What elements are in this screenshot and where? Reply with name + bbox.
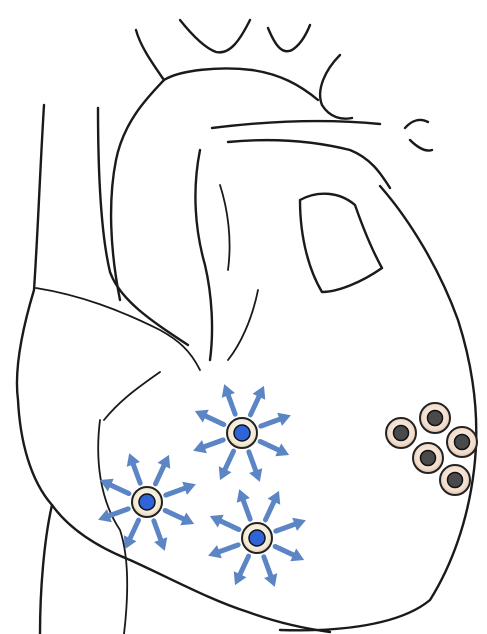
septum-line bbox=[228, 290, 258, 360]
arrow-10 bbox=[166, 482, 196, 495]
inner-rv-curve bbox=[104, 372, 160, 420]
trunk-inner bbox=[220, 185, 230, 270]
aortic-root bbox=[195, 150, 212, 360]
resting-cells bbox=[386, 403, 477, 495]
resting-cell-4 bbox=[413, 443, 443, 473]
signaling-cell-1 bbox=[227, 418, 257, 448]
left-atrium bbox=[300, 194, 382, 292]
resting-cell-1 bbox=[386, 418, 416, 448]
aorta-branch-2 bbox=[268, 25, 310, 51]
arrow-9 bbox=[155, 455, 170, 484]
pulmonary-branch-right bbox=[405, 120, 432, 151]
resting-cell-3 bbox=[447, 427, 477, 457]
arrow-5 bbox=[219, 451, 234, 480]
arrow-21 bbox=[234, 556, 249, 585]
arrow-16 bbox=[237, 489, 250, 519]
arrow-4 bbox=[249, 452, 262, 482]
aorta-outer bbox=[111, 30, 164, 300]
vena-cava-left-wall bbox=[17, 105, 52, 634]
arrow-7 bbox=[195, 410, 224, 425]
arrow-3 bbox=[260, 441, 289, 456]
arrow-6 bbox=[193, 440, 223, 453]
signaling-cell-3 bbox=[242, 523, 272, 553]
arrow-15 bbox=[100, 479, 129, 494]
arrow-0 bbox=[222, 384, 235, 414]
arrow-2 bbox=[261, 413, 291, 426]
right-atrium-boundary bbox=[36, 288, 200, 370]
arrow-17 bbox=[265, 491, 280, 520]
pulmonary-artery-bottom bbox=[228, 140, 390, 188]
arrow-20 bbox=[264, 557, 277, 587]
arrow-12 bbox=[154, 521, 167, 551]
arrow-14 bbox=[98, 509, 128, 522]
apex-curve bbox=[98, 420, 127, 634]
resting-cell-2 bbox=[420, 403, 450, 433]
arrow-22 bbox=[208, 545, 238, 558]
aorta-branch-3 bbox=[320, 55, 352, 119]
signaling-cells bbox=[132, 418, 272, 553]
arrow-8 bbox=[127, 453, 140, 483]
paracrine-arrows bbox=[98, 384, 306, 587]
arrow-1 bbox=[250, 386, 265, 415]
aortic-arch-top bbox=[164, 68, 318, 100]
arrow-18 bbox=[276, 518, 306, 531]
pulmonary-artery-top bbox=[212, 121, 380, 128]
arrow-13 bbox=[124, 520, 139, 549]
signaling-cell-2 bbox=[132, 487, 162, 517]
arrow-11 bbox=[165, 510, 194, 525]
resting-cell-5 bbox=[440, 465, 470, 495]
arrow-19 bbox=[275, 546, 304, 561]
aorta-branch-1 bbox=[180, 20, 250, 52]
arrow-23 bbox=[210, 515, 239, 530]
